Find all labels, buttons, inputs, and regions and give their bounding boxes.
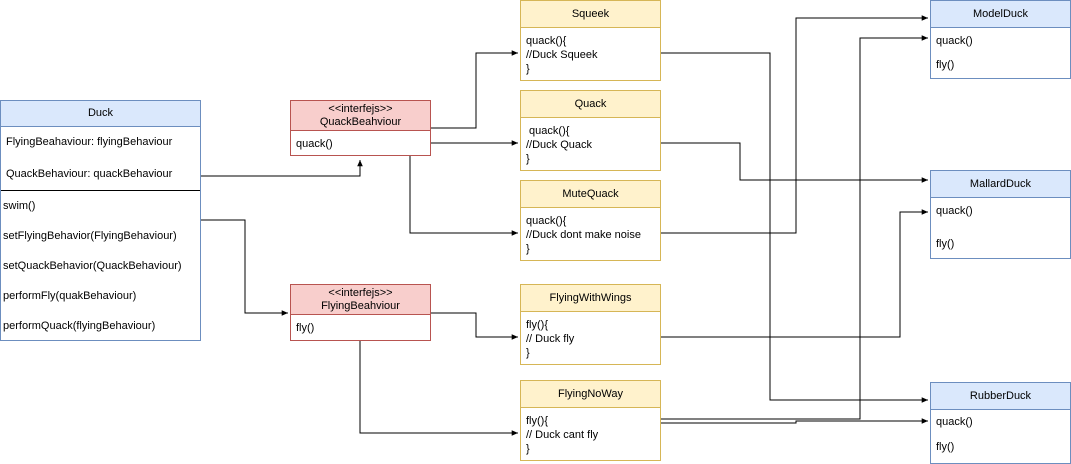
flying-behaviour-header: <<interfejs>> FlyingBeahviour: [291, 285, 430, 315]
connector-mutequack-to-modelduck: [660, 15, 928, 234]
flying-with-wings-header: FlyingWithWings: [521, 285, 660, 312]
quack-behaviour-header: <<interfejs>> QuackBeahviour: [291, 101, 430, 131]
model-duck-method-fly: fly(): [936, 59, 955, 71]
quack-title: Quack: [574, 97, 607, 110]
mallard-duck-method-fly: fly(): [936, 238, 955, 250]
quack-code-line-2: //Duck Quack: [526, 139, 593, 151]
connector-flyingnoway-to-modelduck: [660, 35, 928, 420]
squeek-code-line-2: //Duck Squeek: [526, 49, 598, 61]
rubber-duck-header: RubberDuck: [931, 383, 1070, 410]
duck-field-flying: FlyingBeahaviour: flyingBehaviour: [6, 136, 173, 148]
squeek-title: Squeek: [571, 7, 610, 20]
quack-class[interactable]: Quack quack(){ //Duck Quack }: [520, 90, 661, 171]
squeek-code-line-3: }: [526, 63, 530, 75]
quack-code-line-1: quack(){: [526, 125, 570, 137]
flying-no-way-code-line-2: // Duck cant fly: [526, 429, 599, 441]
quack-behaviour-method: quack(): [296, 138, 333, 150]
squeek-code-line-1: quack(){: [526, 35, 567, 47]
flying-with-wings-code-line-3: }: [526, 347, 530, 359]
model-duck-method-quack: quack(): [936, 35, 973, 47]
duck-method-swim: swim(): [3, 200, 36, 212]
duck-method-set-quack: setQuackBehavior(QuackBehaviour): [3, 260, 182, 272]
duck-field-quack: QuackBehaviour: quackBehaviour: [6, 168, 173, 180]
rubber-duck-method-quack: quack(): [936, 416, 973, 428]
connector-duck-to-quackbehaviour: [200, 160, 363, 177]
flying-behaviour-stereotype: <<interfejs>>: [328, 286, 393, 299]
quack-code-line-3: }: [526, 153, 530, 165]
duck-class[interactable]: Duck FlyingBeahaviour: flyingBehaviour Q…: [0, 100, 201, 341]
mute-quack-code-line-3: }: [526, 243, 530, 255]
flying-with-wings-title: FlyingWithWings: [549, 291, 632, 304]
connector-flyingbehaviour-to-flyingwithwings: [430, 312, 518, 340]
mallard-duck-method-quack: quack(): [936, 205, 973, 217]
flying-behaviour-title: FlyingBeahviour: [321, 299, 400, 312]
quack-behaviour-interface[interactable]: <<interfejs>> QuackBeahviour quack(): [290, 100, 431, 156]
quack-behaviour-title: QuackBeahviour: [319, 115, 402, 128]
flying-behaviour-interface[interactable]: <<interfejs>> FlyingBeahviour fly(): [290, 284, 431, 341]
mute-quack-title: MuteQuack: [562, 187, 619, 200]
duck-class-divider: [1, 190, 200, 191]
mute-quack-code-line-1: quack(){: [526, 215, 567, 227]
quack-behaviour-stereotype: <<interfejs>>: [328, 102, 393, 115]
squeek-class[interactable]: Squeek quack(){ //Duck Squeek }: [520, 0, 661, 81]
flying-with-wings-code-line-1: fly(){: [526, 319, 548, 331]
connector-flyingwithwings-to-mallardduck: [660, 209, 928, 338]
flying-no-way-title: FlyingNoWay: [558, 387, 623, 400]
rubber-duck-title: RubberDuck: [969, 389, 1032, 402]
connector-quackbehaviour-to-mutequack: [409, 155, 518, 236]
connector-duck-to-flyingbehaviour: [200, 219, 288, 316]
connector-flyingnoway-to-rubberduck: [660, 418, 928, 424]
flying-with-wings-class[interactable]: FlyingWithWings fly(){ // Duck fly }: [520, 284, 661, 365]
mallard-duck-header: MallardDuck: [931, 171, 1070, 198]
duck-method-perform-quack: performQuack(flyingBehaviour): [3, 320, 156, 332]
mallard-duck-class[interactable]: MallardDuck quack() fly(): [930, 170, 1071, 259]
duck-method-set-flying: setFlyingBehavior(FlyingBehaviour): [3, 230, 177, 242]
mute-quack-header: MuteQuack: [521, 181, 660, 208]
flying-no-way-class[interactable]: FlyingNoWay fly(){ // Duck cant fly }: [520, 380, 661, 461]
model-duck-header: ModelDuck: [931, 1, 1070, 28]
duck-method-perform-fly: performFly(quakBehaviour): [3, 290, 137, 302]
rubber-duck-class[interactable]: RubberDuck quack() fly(): [930, 382, 1071, 464]
flying-no-way-code-line-3: }: [526, 443, 530, 455]
connector-flyingbehaviour-to-flyingnoway: [359, 340, 518, 436]
connector-quackbehaviour-to-squeek: [430, 50, 518, 129]
mute-quack-code-line-2: //Duck dont make noise: [526, 229, 641, 241]
model-duck-class[interactable]: ModelDuck quack() fly(): [930, 0, 1071, 79]
flying-no-way-code-line-1: fly(){: [526, 415, 548, 427]
rubber-duck-method-fly: fly(): [936, 441, 955, 453]
quack-header: Quack: [521, 91, 660, 118]
flying-behaviour-method: fly(): [296, 322, 315, 334]
model-duck-title: ModelDuck: [972, 7, 1029, 20]
connector-squeek-to-rubberduck: [660, 52, 928, 403]
mallard-duck-title: MallardDuck: [969, 177, 1032, 190]
flying-no-way-header: FlyingNoWay: [521, 381, 660, 408]
duck-class-title: Duck: [87, 107, 114, 119]
duck-class-header: Duck: [1, 101, 200, 127]
squeek-header: Squeek: [521, 1, 660, 28]
mute-quack-class[interactable]: MuteQuack quack(){ //Duck dont make nois…: [520, 180, 661, 261]
connector-quack-to-mallardduck: [660, 142, 928, 183]
flying-with-wings-code-line-2: // Duck fly: [526, 333, 575, 345]
